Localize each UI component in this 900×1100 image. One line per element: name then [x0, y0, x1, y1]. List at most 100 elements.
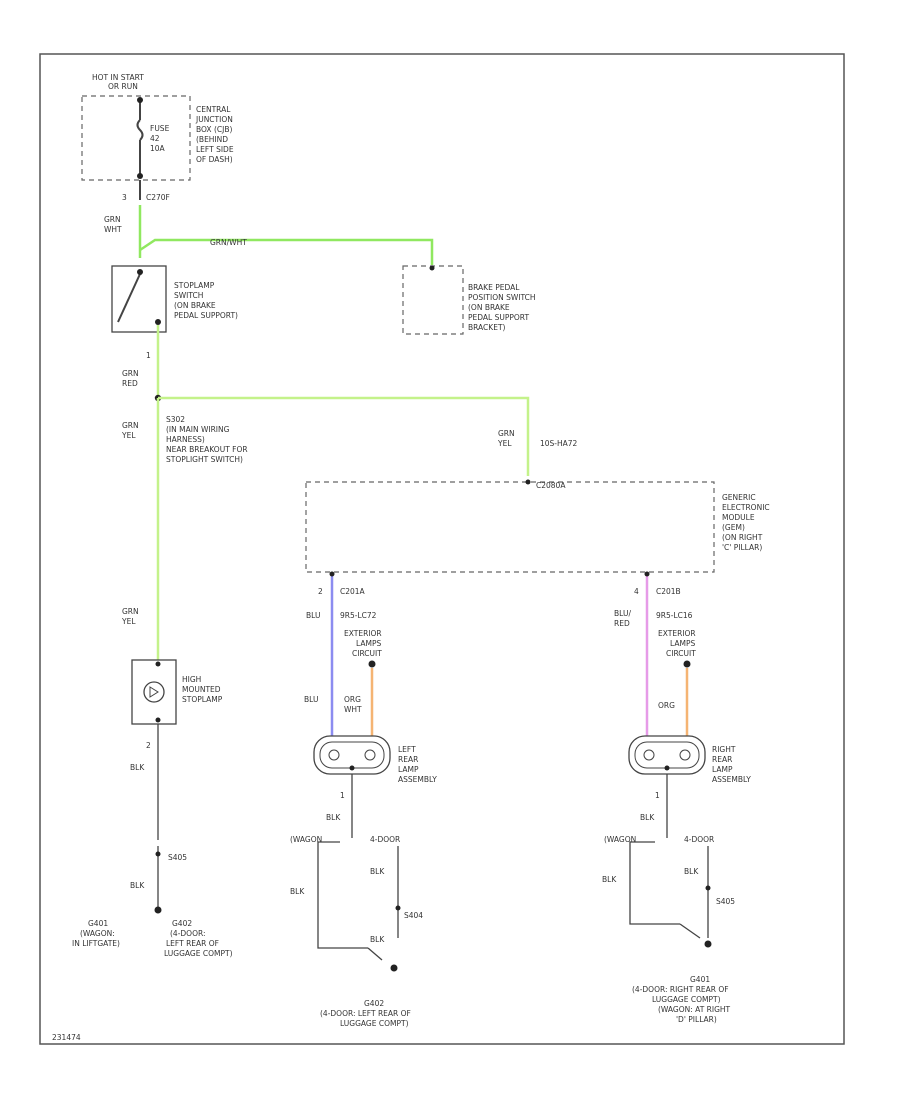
splice-s302: GRN YEL S302 (IN MAIN WIRING HARNESS) NE… — [121, 415, 248, 464]
hmsl-ground-splice: S405 — [168, 853, 187, 862]
brake-switch-4: PEDAL SUPPORT — [468, 313, 529, 322]
left-blk-left: BLK — [290, 887, 305, 896]
stoplamp-switch-3: (ON BRAKE — [174, 301, 216, 310]
fuse-rating: 10A — [150, 144, 166, 153]
left-lamp-2: REAR — [398, 755, 418, 764]
g2-4: LUGGAGE COMPT) — [164, 949, 233, 958]
brake-wire-label: GRN/WHT — [210, 238, 247, 247]
right-wire-2: RED — [614, 619, 630, 628]
stoplamp-switch: STOPLAMP SWITCH (ON BRAKE PEDAL SUPPORT)… — [111, 265, 238, 360]
left-blk-right: BLK — [370, 867, 385, 876]
right-wagon: (WAGON — [604, 835, 636, 844]
left-ground-pin: 1 — [340, 791, 345, 800]
w-grn-yel-2a: GRN — [498, 429, 515, 438]
right-gnd-3: LUGGAGE COMPT) — [652, 995, 721, 1004]
gem-2: ELECTRONIC — [722, 503, 770, 512]
left-blk-lower: BLK — [370, 935, 385, 944]
left-wire-label: BLU — [306, 611, 320, 620]
left-ground-wire: BLK — [326, 813, 341, 822]
gem-3: MODULE — [722, 513, 755, 522]
left-lower-wire: BLU — [304, 695, 318, 704]
splice-5: STOPLIGHT SWITCH) — [166, 455, 243, 464]
w-grn-wht-2: WHT — [104, 225, 122, 234]
brake-switch-2: POSITION SWITCH — [468, 293, 536, 302]
left-gnd-1: G402 — [364, 999, 384, 1008]
diagram-frame — [39, 53, 845, 1045]
right-lamp-4: ASSEMBLY — [712, 775, 751, 784]
cjb-desc-2: JUNCTION — [195, 115, 233, 124]
w-grn-red-2: RED — [122, 379, 138, 388]
w-grn-red-1: GRN — [122, 369, 139, 378]
high-mounted-stoplamp: HIGH MOUNTED STOPLAMP 2 — [131, 659, 223, 750]
wire-grn-yel-3: GRN YEL — [121, 607, 139, 626]
cjb-desc-5: LEFT SIDE — [196, 145, 234, 154]
right-circ-2: LAMPS — [670, 639, 695, 648]
right-circuit: 9R5-LC16 — [656, 611, 693, 620]
w-grn-yel-3a: GRN — [122, 607, 139, 616]
right-lamp-3: LAMP — [712, 765, 733, 774]
wire-grn-wht: GRN WHT GRN/WHT — [104, 180, 434, 265]
right-lamp-2: REAR — [712, 755, 732, 764]
right-gnd-5: 'D' PILLAR) — [676, 1015, 717, 1024]
gem-5: (ON RIGHT — [722, 533, 763, 542]
fuse-label: FUSE — [150, 124, 170, 133]
w-grn-yel-2b: YEL — [497, 439, 512, 448]
right-lamp-1: RIGHT — [712, 745, 736, 754]
right-circ-3: CIRCUIT — [666, 649, 696, 658]
left-connector: C201A — [340, 587, 366, 596]
hmsl-ground-wire: BLK — [130, 763, 145, 772]
cjb-desc-1: CENTRAL — [196, 105, 231, 114]
g2-2: (4-DOOR: — [170, 929, 206, 938]
brake-switch-3: (ON BRAKE — [468, 303, 510, 312]
right-door: 4-DOOR — [684, 835, 714, 844]
splice-3: HARNESS) — [166, 435, 205, 444]
right-splice: S405 — [716, 897, 735, 906]
left-door: 4-DOOR — [370, 835, 400, 844]
right-orange: ORG — [658, 701, 675, 710]
brake-switch-1: BRAKE PEDAL — [468, 283, 520, 292]
footer-code: 231474 — [52, 1033, 81, 1042]
brake-pedal-position-switch: BRAKE PEDAL POSITION SWITCH (ON BRAKE PE… — [402, 265, 536, 335]
left-gnd-3: LUGGAGE COMPT) — [340, 1019, 409, 1028]
fuse-header-1: HOT IN START — [92, 73, 144, 82]
right-blk-right: BLK — [684, 867, 699, 876]
stoplamp-switch-pin: 1 — [146, 351, 151, 360]
right-gnd-2: (4-DOOR: RIGHT REAR OF — [632, 985, 729, 994]
gem-connector: C2080A — [536, 481, 566, 490]
cjb-desc-3: BOX (CJB) — [196, 125, 232, 134]
g2-1: G402 — [172, 919, 192, 928]
right-rear-lamp-circuit: 4 C201B BLU/ RED 9R5-LC16 EXTERIOR LAMPS… — [602, 571, 751, 1024]
gem-1: GENERIC — [722, 493, 756, 502]
right-wire-1: BLU/ — [614, 609, 631, 618]
right-ground-pin: 1 — [655, 791, 660, 800]
hmsl-pin: 2 — [146, 741, 151, 750]
g1-3: IN LIFTGATE) — [72, 939, 120, 948]
wire-grn-yel-2: GRN YEL 10S-HA72 — [497, 429, 578, 448]
hmsl-3: STOPLAMP — [182, 695, 223, 704]
central-junction-box: HOT IN START OR RUN FUSE 42 10A CENTRAL … — [81, 73, 234, 202]
fuse-number: 42 — [150, 134, 160, 143]
cjb-desc-4: (BEHIND — [196, 135, 228, 144]
fuse-header-2: OR RUN — [108, 82, 138, 91]
g1-2: (WAGON: — [80, 929, 115, 938]
fuse-pin: 3 — [122, 193, 127, 202]
right-blk-left: BLK — [602, 875, 617, 884]
left-circ-1: EXTERIOR — [344, 629, 382, 638]
right-gnd-4: (WAGON: AT RIGHT — [658, 1005, 731, 1014]
splice-2: (IN MAIN WIRING — [166, 425, 230, 434]
brake-switch-5: BRACKET) — [468, 323, 506, 332]
hmsl-2: MOUNTED — [182, 685, 221, 694]
left-splice: S404 — [404, 911, 423, 920]
left-circuit: 9R5-LC72 — [340, 611, 377, 620]
splice-1: S302 — [166, 415, 185, 424]
generic-electronic-module: C2080A GENERIC ELECTRONIC MODULE (GEM) (… — [305, 479, 770, 573]
g2-3: LEFT REAR OF — [166, 939, 219, 948]
left-rear-lamp-circuit: 2 C201A BLU 9R5-LC72 EXTERIOR LAMPS CIRC… — [290, 571, 437, 1028]
gem-4: (GEM) — [722, 523, 745, 532]
stoplamp-switch-4: PEDAL SUPPORT) — [174, 311, 238, 320]
left-lamp-4: ASSEMBLY — [398, 775, 437, 784]
left-orange-2: WHT — [344, 705, 362, 714]
fuse-connector: C270F — [146, 193, 170, 202]
left-circ-3: CIRCUIT — [352, 649, 382, 658]
